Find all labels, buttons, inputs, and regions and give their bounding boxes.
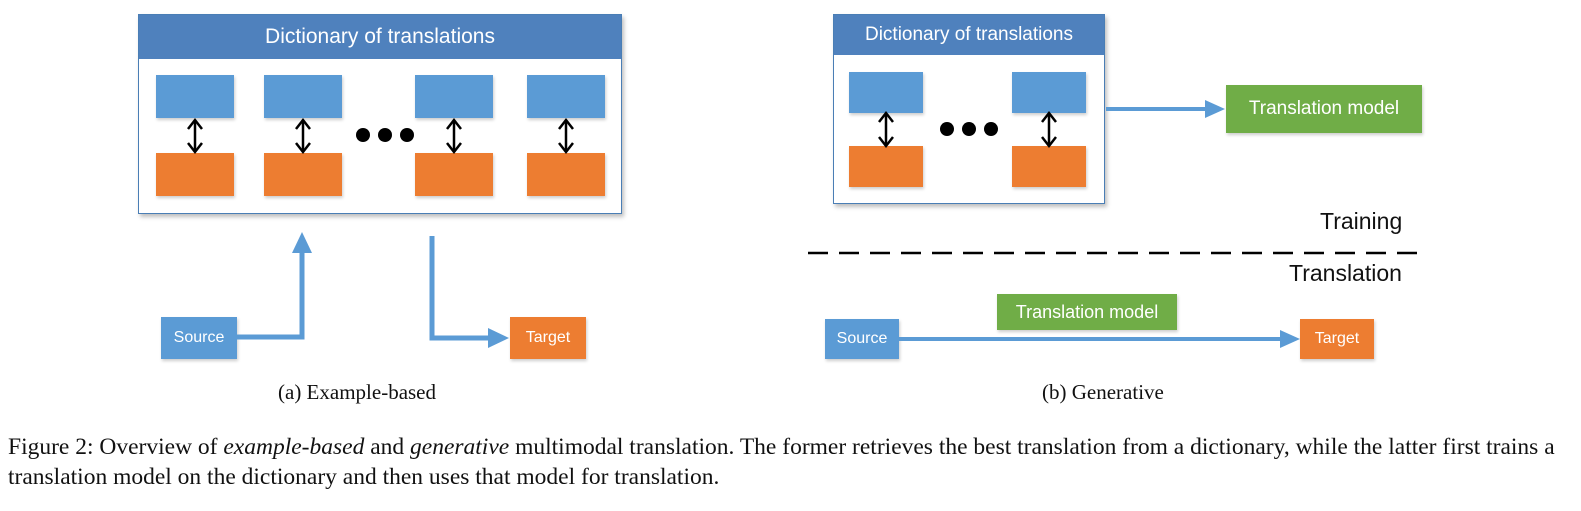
dictionary-source-cell	[264, 75, 342, 118]
double-arrow-icon	[558, 117, 574, 155]
source-box-b: Source	[825, 319, 899, 359]
arrowhead-right-icon	[488, 328, 509, 348]
double-arrow-icon	[446, 117, 462, 155]
dictionary-source-cell	[1012, 72, 1086, 113]
dictionary-source-cell	[415, 75, 493, 118]
dictionary-source-cell	[849, 72, 923, 113]
arrowhead-right-icon	[1205, 100, 1225, 118]
caption-middle: and	[364, 434, 411, 460]
dictionary-source-cell	[527, 75, 605, 118]
translation-model-box-translation: Translation model	[997, 294, 1177, 330]
caption-term-example-based: example-based	[223, 434, 365, 460]
dictionary-target-cell	[156, 153, 234, 196]
source-to-dictionary-arrow	[237, 252, 305, 340]
training-label: Training	[1320, 208, 1403, 234]
subfigure-caption-a: (a) Example-based	[278, 380, 437, 404]
source-box-a: Source	[161, 317, 237, 359]
ellipsis-dot	[378, 128, 392, 142]
double-arrow-icon	[1041, 110, 1057, 149]
arrowhead-up-icon	[292, 232, 312, 253]
ellipsis-dot	[356, 128, 370, 142]
caption-prefix: Figure 2: Overview of	[8, 434, 224, 460]
translation-model-box-training: Translation model	[1226, 85, 1422, 133]
dictionary-target-cell	[527, 153, 605, 196]
dictionary-target-cell	[264, 153, 342, 196]
dictionary-source-cell	[156, 75, 234, 118]
dictionary-to-target-arrow	[429, 236, 490, 341]
double-arrow-icon	[187, 117, 203, 155]
caption-suffix: multimodal translation. The former retri…	[8, 434, 1555, 490]
caption-term-generative: generative	[410, 434, 510, 460]
ellipsis-dot	[400, 128, 414, 142]
ellipsis-dots-a	[356, 128, 414, 142]
dictionary-title-a: Dictionary of translations	[139, 15, 621, 59]
dictionary-target-cell	[1012, 146, 1086, 187]
ellipsis-dots-b	[940, 122, 998, 136]
ellipsis-dot	[984, 122, 998, 136]
double-arrow-icon	[295, 117, 311, 155]
subfigure-caption-b: (b) Generative	[1042, 380, 1164, 404]
arrowhead-right-icon	[1280, 330, 1300, 348]
dictionary-title-b: Dictionary of translations	[834, 15, 1104, 55]
target-box-a: Target	[510, 317, 586, 359]
dictionary-target-cell	[849, 146, 923, 187]
ellipsis-dot	[962, 122, 976, 136]
target-box-b: Target	[1300, 319, 1374, 359]
dictionary-target-cell	[415, 153, 493, 196]
translation-label: Translation	[1289, 260, 1402, 286]
figure-caption: Figure 2: Overview of example-based and …	[8, 432, 1578, 492]
ellipsis-dot	[940, 122, 954, 136]
double-arrow-icon	[878, 110, 894, 149]
